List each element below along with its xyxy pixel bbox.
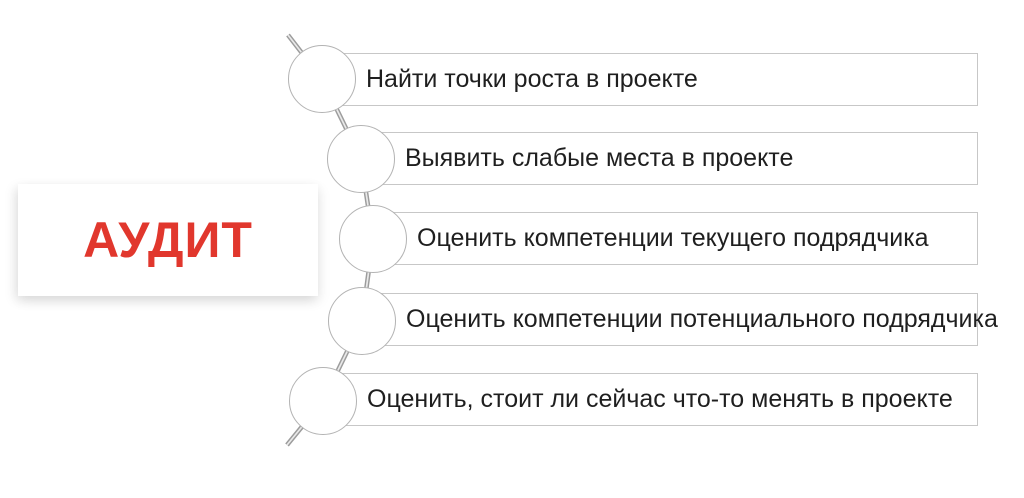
step-node-4 xyxy=(328,287,396,355)
step-node-3 xyxy=(339,205,407,273)
step-label-3: Оценить компетенции текущего подрядчика xyxy=(417,223,929,252)
step-bar-4: Оценить компетенции потенциального подря… xyxy=(344,293,998,346)
step-bar-2: Выявить слабые места в проекте xyxy=(343,132,978,185)
step-bar-5: Оценить, стоит ли сейчас что-то менять в… xyxy=(305,373,978,426)
step-label-5: Оценить, стоит ли сейчас что-то менять в… xyxy=(367,384,953,413)
step-node-5 xyxy=(289,367,357,435)
step-bar-1: Найти точки роста в проекте xyxy=(304,53,978,106)
step-label-4: Оценить компетенции потенциального подря… xyxy=(406,304,998,333)
audit-title-card: АУДИТ xyxy=(18,184,318,296)
step-label-1: Найти точки роста в проекте xyxy=(366,64,698,93)
step-node-1 xyxy=(288,45,356,113)
audit-title: АУДИТ xyxy=(83,212,253,268)
step-node-2 xyxy=(327,125,395,193)
step-bar-3: Оценить компетенции текущего подрядчика xyxy=(355,212,978,265)
step-label-2: Выявить слабые места в проекте xyxy=(405,143,794,172)
